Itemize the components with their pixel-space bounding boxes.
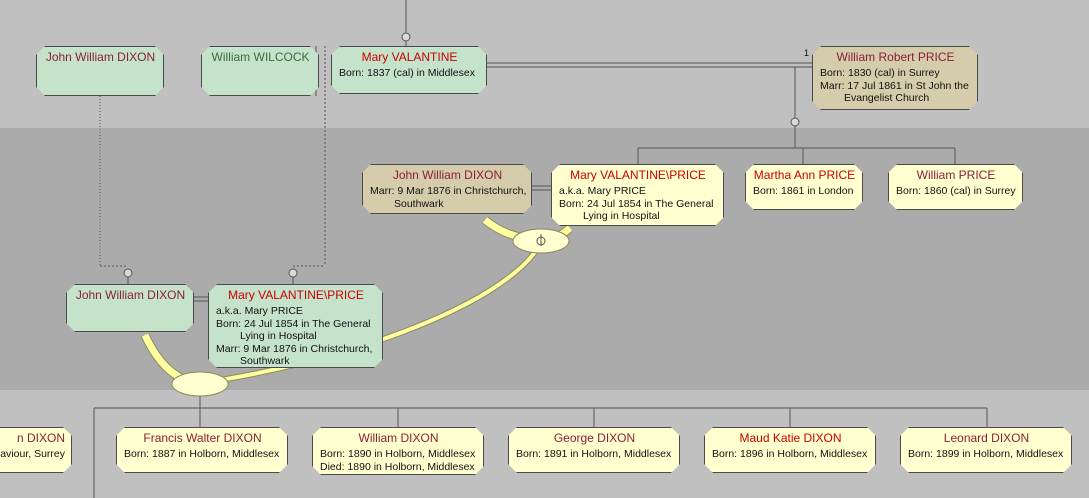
marriage-count: 1 [804, 48, 810, 58]
person-card-john-william-dixon-focus[interactable]: John William DIXON [66, 284, 194, 332]
person-card-william-dixon[interactable]: William DIXON Born: 1890 in Holborn, Mid… [312, 427, 484, 475]
person-death: Died: 1890 in Holborn, Middlesex [320, 460, 475, 473]
person-marriage: Marr: 17 Jul 1861 in St John the [820, 79, 969, 92]
person-birth-place: Lying in Hospital [240, 330, 317, 342]
person-name: William PRICE [916, 168, 996, 182]
person-card-mary-valantine-price-focus[interactable]: Mary VALANTINE\PRICE a.k.a. Mary PRICE B… [208, 284, 383, 368]
person-name: Francis Walter DIXON [143, 431, 262, 445]
person-card-maud-katie-dixon[interactable]: Maud Katie DIXON Born: 1896 in Holborn, … [704, 427, 876, 473]
person-birth-place: Lying in Hospital [583, 210, 660, 222]
person-birth: Born: 1830 (cal) in Surrey [820, 67, 940, 79]
person-birth: Born: 1891 in Holborn, Middlesex [516, 448, 672, 460]
person-birth: Born: 1887 in Holborn, Middlesex [124, 448, 280, 460]
person-name: John William DIXON [75, 288, 186, 302]
person-marriage: Marr: 9 Mar 1876 in Christchurch, [370, 185, 527, 197]
person-marriage-place: Southwark [240, 355, 290, 367]
person-birth: Born: 1896 in Holborn, Middlesex [712, 448, 868, 460]
person-name: William Robert PRICE [836, 50, 955, 64]
person-name: George DIXON [553, 431, 636, 445]
person-birth: Born: 1890 in Holborn, Middlesex [320, 448, 476, 460]
person-name: William WILCOCK [211, 50, 310, 64]
person-name: Maud Katie DIXON [739, 431, 842, 445]
person-birth: Born: 24 Jul 1854 in The General [216, 317, 371, 330]
person-name: John William DIXON [392, 168, 503, 182]
person-birth: Born: 1837 (cal) in Middlesex [339, 67, 475, 79]
person-name: John William DIXON [45, 50, 156, 64]
person-card-john-william-dixon-spouse[interactable]: John William DIXON Marr: 9 Mar 1876 in C… [362, 164, 532, 214]
person-card-william-robert-price[interactable]: William Robert PRICE Born: 1830 (cal) in… [812, 46, 978, 110]
person-marriage-place: Evangelist Church [844, 92, 930, 104]
person-name: n DIXON [16, 431, 65, 445]
person-birth: Born: 24 Jul 1854 in The General [559, 197, 714, 210]
person-card-george-dixon[interactable]: George DIXON Born: 1891 in Holborn, Midd… [508, 427, 680, 473]
person-marriage-place: Southwark [394, 197, 444, 210]
person-birth: Born: 1899 in Holborn, Middlesex [908, 448, 1064, 460]
person-name: Mary VALANTINE\PRICE [228, 288, 364, 302]
person-card-mary-valantine[interactable]: Mary VALANTINE Born: 1837 (cal) in Middl… [331, 46, 487, 94]
person-birth: Born: 1860 (cal) in Surrey [896, 185, 1016, 197]
person-card-martha-ann-price[interactable]: Martha Ann PRICE Born: 1861 in London [745, 164, 863, 210]
person-marriage: Marr: 9 Mar 1876 in Christchurch, [216, 342, 373, 355]
person-aka: a.k.a. Mary PRICE [216, 305, 303, 317]
person-name: Mary VALANTINE\PRICE [570, 168, 706, 182]
person-card-partial-dixon[interactable]: n DIXON aviour, Surrey [0, 427, 72, 473]
person-card-william-price[interactable]: William PRICE Born: 1860 (cal) in Surrey [888, 164, 1023, 210]
person-card-leonard-dixon[interactable]: Leonard DIXON Born: 1899 in Holborn, Mid… [900, 427, 1072, 473]
person-card-john-william-dixon-parent[interactable]: John William DIXON [36, 46, 164, 96]
person-aka: a.k.a. Mary PRICE [559, 185, 646, 197]
person-name: William DIXON [358, 431, 439, 445]
marriage-node-focus [171, 371, 229, 397]
person-name: Leonard DIXON [943, 431, 1030, 445]
person-card-william-wilcock[interactable]: William WILCOCK [201, 46, 319, 96]
marriage-ribbon-right-fill [199, 243, 542, 385]
person-card-mary-valantine-price[interactable]: Mary VALANTINE\PRICE a.k.a. Mary PRICE B… [551, 164, 724, 226]
person-birth: Born: 1861 in London [753, 185, 854, 197]
person-card-francis-walter-dixon[interactable]: Francis Walter DIXON Born: 1887 in Holbo… [116, 427, 288, 473]
person-name: Mary VALANTINE [361, 50, 458, 64]
person-name: Martha Ann PRICE [753, 168, 856, 182]
person-birth: aviour, Surrey [0, 448, 65, 460]
